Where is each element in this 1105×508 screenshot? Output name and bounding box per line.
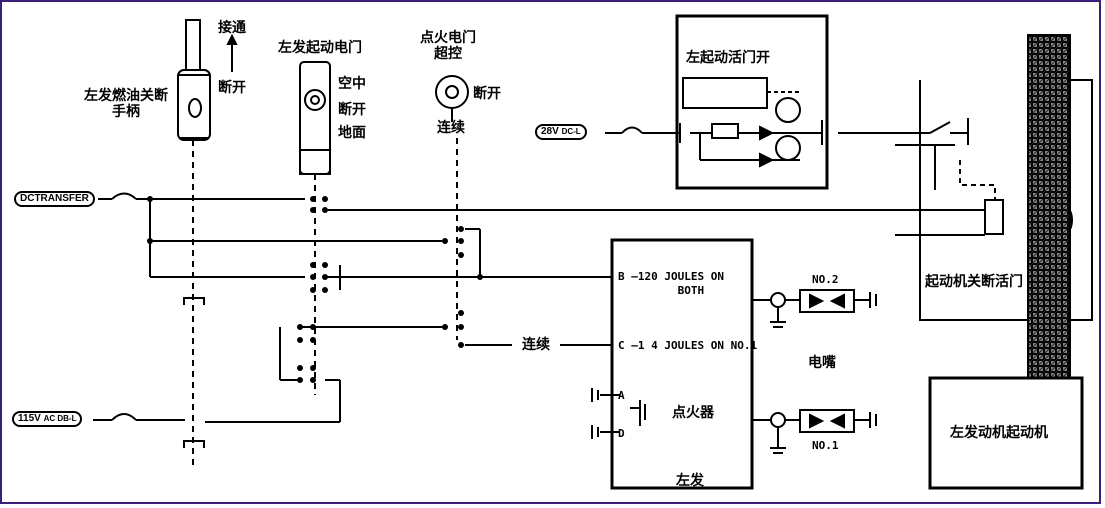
off3-label: 断开 xyxy=(473,86,501,102)
no2-label: NO.2 xyxy=(812,273,839,286)
start-switch-label: 左发起动电门 xyxy=(278,40,362,56)
off2-label: 断开 xyxy=(338,102,366,118)
switch-contacts xyxy=(147,196,483,383)
ignition-switch-body xyxy=(435,75,469,340)
v115-sub-label: AC DB-L xyxy=(43,414,77,423)
plug-label: 电嘴 xyxy=(808,355,836,371)
ground-label: 地面 xyxy=(338,125,366,141)
v28-plate: 28V DC-L xyxy=(535,124,587,140)
start-switch-body xyxy=(299,61,331,395)
dc-transfer-wiring xyxy=(98,192,985,423)
starter-body xyxy=(928,376,1084,490)
fuel-handle-contacts xyxy=(183,297,205,448)
joules20-label: B —120 JOULES ON BOTH xyxy=(618,270,724,297)
v28-label: 28V xyxy=(541,126,559,137)
v115-plate: 115V AC DB-L xyxy=(12,411,83,427)
on-off-arrow xyxy=(226,33,238,72)
igniter-label: 点火器 xyxy=(672,405,714,421)
starter-shaft xyxy=(1027,34,1071,381)
shutoff-valve-label: 起动机关断活门 xyxy=(925,274,1023,290)
continuous2-label: 连续 xyxy=(522,337,550,353)
plug-outputs xyxy=(752,289,877,454)
off-label: 断开 xyxy=(218,80,246,96)
pin-d-label: D xyxy=(618,427,625,440)
joules4-label: C —1 4 JOULES ON NO.1 xyxy=(618,339,758,352)
no1-label: NO.1 xyxy=(812,439,839,452)
valve-open-label: 左起动活门开 xyxy=(686,50,770,66)
v115-label: 115V xyxy=(18,413,41,424)
fuel-shutoff-handle xyxy=(177,19,211,470)
valve-open-box xyxy=(605,14,829,190)
igniter-box xyxy=(591,238,754,490)
ac-wiring xyxy=(93,413,185,421)
continuous-label: 连续 xyxy=(437,120,465,136)
ign-switch-label: 点火电门 超控 xyxy=(420,30,476,62)
pin-a-label: A xyxy=(618,389,625,402)
air-label: 空中 xyxy=(338,76,366,92)
on-label: 接通 xyxy=(218,20,246,36)
starter-label: 左发动机起动机 xyxy=(950,425,1048,441)
left-eng-label: 左发 xyxy=(676,473,704,489)
fuel-handle-label: 左发燃油关断 手柄 xyxy=(84,88,168,120)
dc-transfer-plate: DCTRANSFER xyxy=(14,191,95,207)
v28-sub-label: DC-L xyxy=(561,127,581,136)
